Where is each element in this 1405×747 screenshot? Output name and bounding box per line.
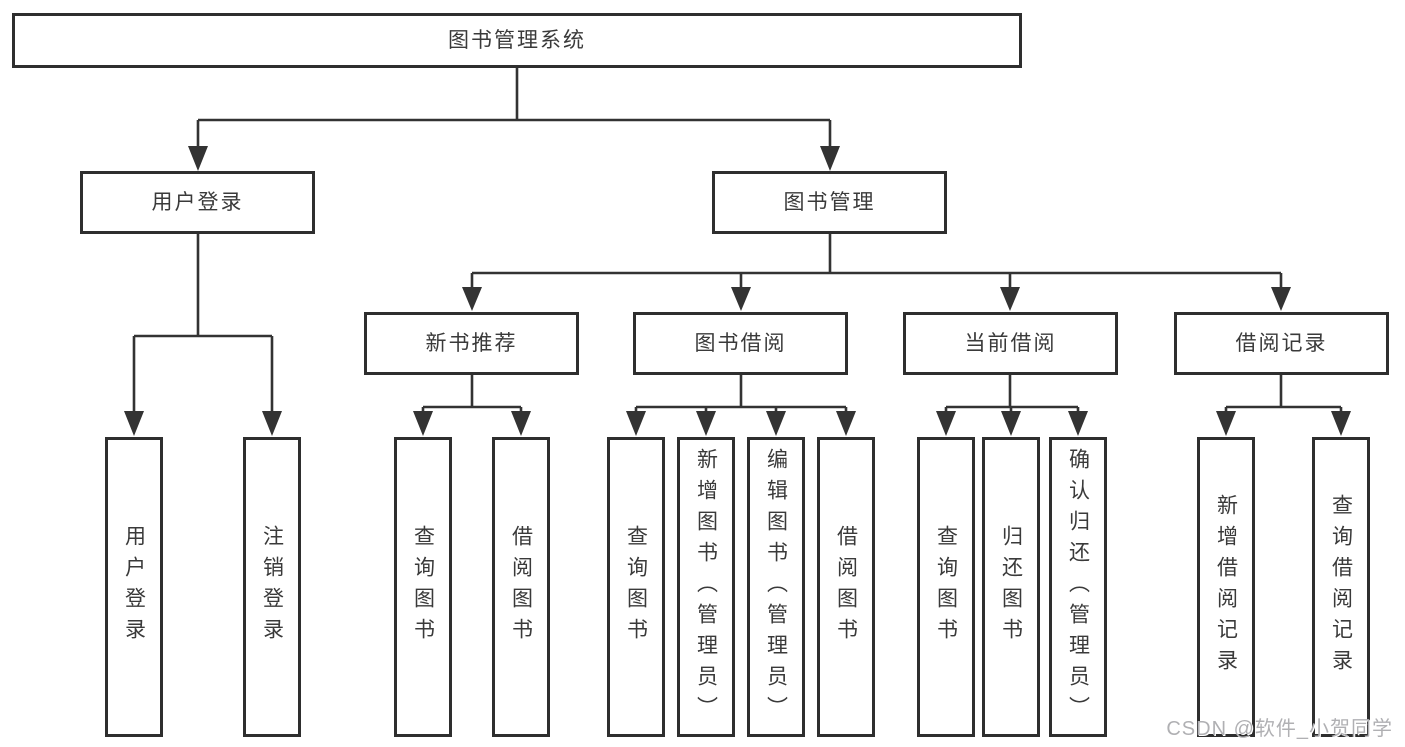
leaf-query-books-current: 查询图书 [917, 437, 975, 737]
csdn-watermark: CSDN @软件_小贺同学 [1166, 718, 1393, 740]
leaf-edit-book-admin-label: 编辑图书（管理员） [764, 447, 788, 727]
node-new-book-recommend: 新书推荐 [364, 312, 579, 375]
arrowheads [124, 146, 1351, 436]
leaf-return-books-label: 归还图书 [999, 525, 1023, 649]
leaf-borrow-books: 借阅图书 [817, 437, 875, 737]
leaf-user-login: 用户登录 [105, 437, 163, 737]
leaf-borrow-books-label: 借阅图书 [834, 525, 858, 649]
node-new-book-recommend-label: 新书推荐 [425, 332, 518, 355]
node-borrow-records-label: 借阅记录 [1235, 332, 1328, 355]
leaf-add-book-admin-label: 新增图书（管理员） [694, 447, 718, 727]
node-book-borrow-label: 图书借阅 [694, 332, 787, 355]
leaf-query-borrow-record-label: 查询借阅记录 [1329, 494, 1353, 680]
node-user-login: 用户登录 [80, 171, 315, 234]
leaf-logout-label: 注销登录 [260, 525, 284, 649]
node-current-borrow-label: 当前借阅 [964, 332, 1057, 355]
node-book-management: 图书管理 [712, 171, 947, 234]
node-borrow-records: 借阅记录 [1174, 312, 1389, 375]
leaf-query-books-borrow-label: 查询图书 [624, 525, 648, 649]
leaf-edit-book-admin: 编辑图书（管理员） [747, 437, 805, 737]
leaf-add-book-admin: 新增图书（管理员） [677, 437, 735, 737]
node-library-system: 图书管理系统 [12, 13, 1022, 68]
node-book-management-label: 图书管理 [783, 191, 876, 214]
leaf-query-books-recommend: 查询图书 [394, 437, 452, 737]
node-current-borrow: 当前借阅 [903, 312, 1118, 375]
leaf-query-borrow-record: 查询借阅记录 [1312, 437, 1370, 737]
node-book-borrow: 图书借阅 [633, 312, 848, 375]
leaf-return-books: 归还图书 [982, 437, 1040, 737]
leaf-add-borrow-record-label: 新增借阅记录 [1214, 494, 1238, 680]
leaf-query-books-borrow: 查询图书 [607, 437, 665, 737]
leaf-query-books-recommend-label: 查询图书 [411, 525, 435, 649]
node-library-system-label: 图书管理系统 [448, 29, 586, 52]
leaf-add-borrow-record: 新增借阅记录 [1197, 437, 1255, 737]
leaf-user-login-label: 用户登录 [122, 525, 146, 649]
leaf-borrow-books-recommend-label: 借阅图书 [509, 525, 533, 649]
leaf-borrow-books-recommend: 借阅图书 [492, 437, 550, 737]
node-user-login-label: 用户登录 [151, 191, 244, 214]
leaf-confirm-return-admin: 确认归还（管理员） [1049, 437, 1107, 737]
leaf-logout: 注销登录 [243, 437, 301, 737]
leaf-confirm-return-admin-label: 确认归还（管理员） [1066, 447, 1090, 727]
leaf-query-books-current-label: 查询图书 [934, 525, 958, 649]
